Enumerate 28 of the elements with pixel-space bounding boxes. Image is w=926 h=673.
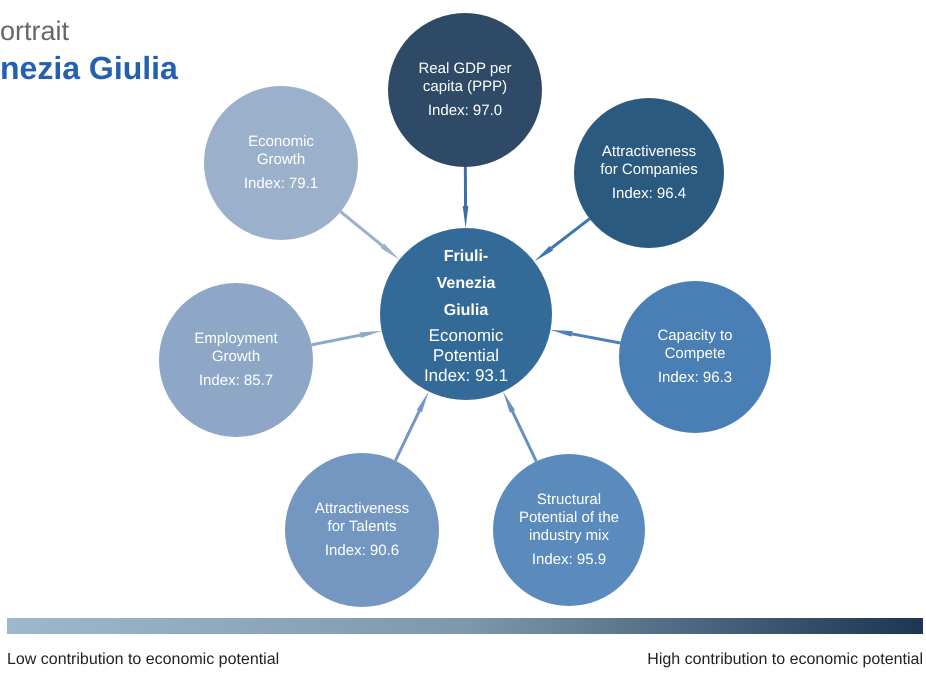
circle-heading: Structural Potential of the industry mix xyxy=(518,491,620,545)
index-value: Economic Potential Index: 93.1 xyxy=(422,326,510,386)
block-arrow xyxy=(394,391,429,462)
circle-heading: Real GDP per capita (PPP) xyxy=(417,60,513,96)
index-value: Index: 95.9 xyxy=(532,551,606,569)
index-value: Index: 85.7 xyxy=(198,372,274,390)
index-value: Index: 79.1 xyxy=(244,175,318,193)
block-arrow xyxy=(462,167,468,228)
circle-heading: Economic Growth xyxy=(247,133,315,169)
block-arrow xyxy=(550,330,621,344)
circle-heading: Attractiveness for Talents xyxy=(314,500,410,536)
circle-heading: Employment Growth xyxy=(193,330,279,366)
scale-low-label: Low contribution to economic potential xyxy=(7,651,280,669)
index-value: Index: 97.0 xyxy=(428,102,502,120)
block-arrow xyxy=(340,210,400,260)
circle-heading: Capacity to Compete xyxy=(656,327,734,363)
circle-heading: Friuli-Venezia Giulia xyxy=(436,246,496,320)
index-value: Index: 90.6 xyxy=(324,542,400,560)
block-arrow xyxy=(311,330,382,346)
index-value: Index: 96.4 xyxy=(612,185,686,203)
block-arrow xyxy=(534,218,590,262)
index-value: Index: 96.3 xyxy=(658,369,732,387)
scale-high-label: High contribution to economic potential xyxy=(647,651,923,669)
page-subtitle: ortrait xyxy=(0,16,70,47)
gradient-scale-bar xyxy=(7,618,923,634)
page-title: nezia Giulia xyxy=(0,50,178,87)
circle-heading: Attractiveness for Companies xyxy=(599,143,699,179)
block-arrow xyxy=(503,392,538,462)
